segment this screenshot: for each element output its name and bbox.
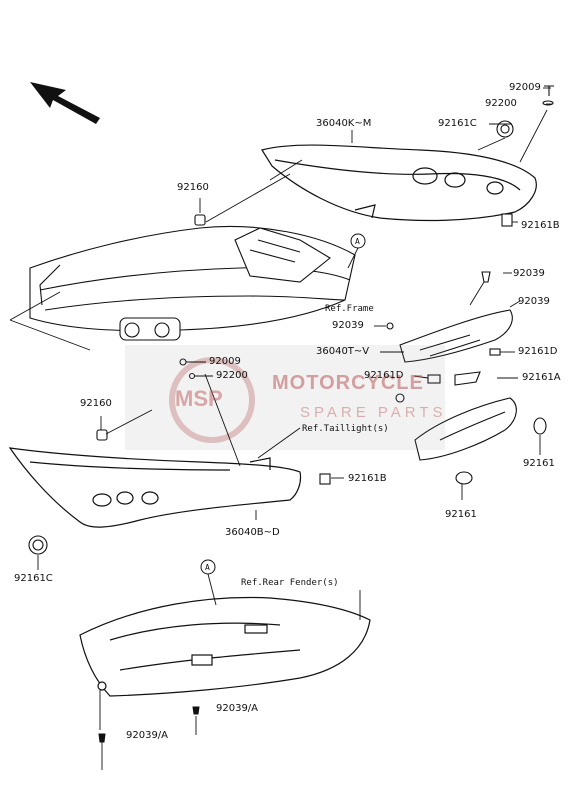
ref-frame-label[interactable]: Ref.Frame xyxy=(325,304,374,314)
part-label-92161b-top[interactable]: 92161B xyxy=(521,220,560,231)
front-direction-arrow-icon xyxy=(30,82,100,124)
ref-rear-fender-label[interactable]: Ref.Rear Fender(s) xyxy=(241,578,339,588)
part-label-92200-top[interactable]: 92200 xyxy=(485,98,517,109)
part-label-92160-top[interactable]: 92160 xyxy=(177,182,209,193)
marker-a-upper: A xyxy=(355,237,360,246)
lower-screw-parts xyxy=(98,706,200,743)
part-label-92039a-1[interactable]: 92039/A xyxy=(216,703,259,714)
part-label-92161-bottom[interactable]: 92161 xyxy=(445,509,477,520)
marker-a-lower: A xyxy=(205,563,210,572)
ref-taillight-label[interactable]: Ref.Taillight(s) xyxy=(302,424,389,434)
part-label-36040k-m[interactable]: 36040K~M xyxy=(316,118,372,129)
part-label-92200-mid[interactable]: 92200 xyxy=(216,370,248,381)
lower-seat-cowl-drawing xyxy=(8,447,302,528)
reference-markers xyxy=(200,233,366,575)
part-label-92161d-right[interactable]: 92161D xyxy=(518,346,558,357)
part-label-92160-mid[interactable]: 92160 xyxy=(80,398,112,409)
part-label-92161b-bottom[interactable]: 92161B xyxy=(348,473,387,484)
part-label-92009-top[interactable]: 92009 xyxy=(509,82,541,93)
frame-drawing xyxy=(29,225,356,341)
part-label-92161c-top[interactable]: 92161C xyxy=(438,118,477,129)
rear-fender-drawing xyxy=(79,596,371,697)
leader-lines xyxy=(9,87,552,770)
part-label-36040b-d[interactable]: 36040B~D xyxy=(225,527,280,538)
watermark-logo-text: MSP xyxy=(175,386,223,411)
part-label-92039-right-1[interactable]: 92039 xyxy=(513,268,545,279)
part-label-92039-mid[interactable]: 92039 xyxy=(332,320,364,331)
part-label-92161-right[interactable]: 92161 xyxy=(523,458,555,469)
part-label-36040t-v[interactable]: 36040T~V xyxy=(316,346,370,357)
grommet-parts xyxy=(28,120,547,555)
taillight-bracket-drawing xyxy=(399,309,513,363)
watermark-title: MOTORCYCLE xyxy=(272,372,424,394)
watermark-subtitle: SPARE PARTS xyxy=(300,404,447,421)
part-label-92161c-bottom[interactable]: 92161C xyxy=(14,573,53,584)
part-label-92009-mid[interactable]: 92009 xyxy=(209,356,241,367)
taillight-drawing xyxy=(395,371,517,461)
part-label-92039-right-2[interactable]: 92039 xyxy=(518,296,550,307)
part-label-92161d-mid[interactable]: 92161D xyxy=(364,370,404,381)
part-label-92039a-2[interactable]: 92039/A xyxy=(126,730,169,741)
watermark-logo xyxy=(125,345,445,450)
upper-seat-cowl-drawing xyxy=(261,144,537,222)
part-label-92161a[interactable]: 92161A xyxy=(522,372,561,383)
